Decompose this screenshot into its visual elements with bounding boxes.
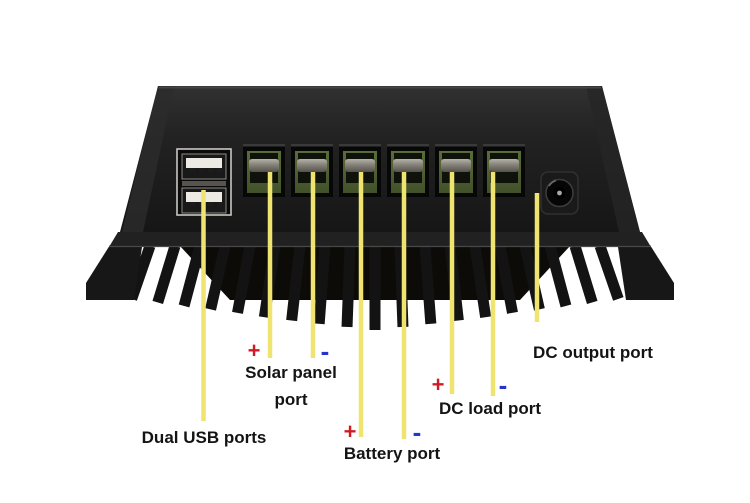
label-dc-output-port: DC output port (533, 343, 653, 362)
load-positive-sign: + (431, 372, 445, 397)
load-negative-sign: - (498, 370, 508, 400)
dc-jack (540, 171, 579, 215)
heatsink-fins (126, 244, 624, 330)
label-solar-panel-line2: port (274, 390, 308, 409)
battery-positive-sign: + (343, 419, 357, 444)
terminal-port-battery-positive (339, 144, 381, 197)
solar-positive-sign: + (247, 338, 261, 363)
label-battery-port: Battery port (343, 444, 441, 463)
usb-port-top (181, 153, 227, 180)
terminal-port-load-positive (435, 144, 477, 197)
terminal-port-load-negative (483, 144, 525, 197)
label-solar-panel-line1: Solar panel (245, 363, 337, 382)
terminal-port-battery-negative (387, 144, 429, 197)
callout-lines (201, 172, 540, 439)
label-dc-load-port: DC load port (439, 399, 541, 418)
terminal-port-solar-positive (243, 144, 285, 197)
solar-negative-sign: - (320, 336, 330, 366)
label-solar-panel-port: Solar panel port (245, 359, 337, 413)
label-dual-usb-ports: Dual USB ports (141, 428, 267, 447)
mounting-ears (86, 245, 674, 300)
battery-negative-sign: - (412, 417, 422, 447)
